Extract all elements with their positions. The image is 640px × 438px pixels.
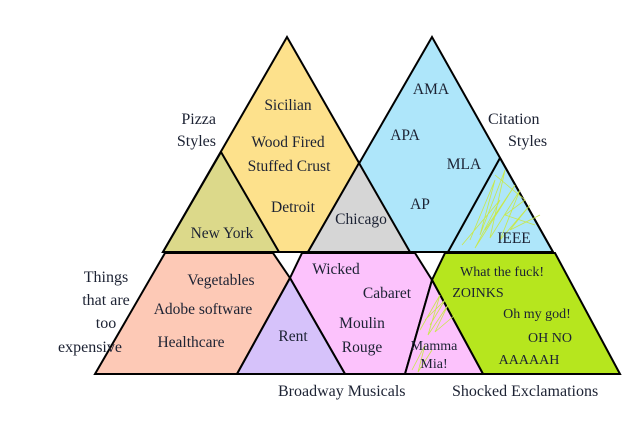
item-stuffed-crust: Stuffed Crust (248, 158, 332, 175)
region-mamma-mia (403, 277, 485, 375)
item-zoinks: ZOINKS (452, 286, 503, 301)
label-citation-1: Citation (488, 111, 540, 128)
item-chicago: Chicago (335, 211, 387, 228)
label-pizza-2: Styles (177, 133, 216, 150)
item-ap: AP (410, 196, 430, 213)
item-healthcare: Healthcare (157, 334, 224, 351)
label-things-3: too (96, 315, 116, 332)
item-moulin-rouge-2: Rouge (342, 339, 383, 356)
item-sicilian: Sicilian (264, 97, 312, 114)
item-wood-fired: Wood Fired (251, 134, 324, 151)
item-moulin-rouge-1: Moulin (339, 315, 385, 332)
item-aaaaah: AAAAAH (499, 353, 560, 368)
item-vegetables: Vegetables (187, 272, 254, 289)
item-cabaret: Cabaret (363, 285, 412, 302)
region-rent (235, 275, 347, 375)
label-broadway: Broadway Musicals (278, 383, 406, 400)
item-ieee: IEEE (497, 230, 531, 247)
item-oh-no: OH NO (528, 331, 572, 346)
item-wicked: Wicked (312, 261, 360, 278)
label-things-1: Things (84, 269, 128, 286)
label-pizza-1: Pizza (181, 111, 216, 128)
label-things-4: expensive (58, 339, 122, 356)
item-mamma-mia-1: Mamma (411, 339, 458, 354)
item-mla: MLA (447, 156, 482, 173)
label-shocked: Shocked Exclamations (452, 383, 598, 400)
item-new-york: New York (191, 225, 254, 242)
item-rent: Rent (278, 328, 308, 345)
item-ama: AMA (413, 81, 450, 98)
region-shocked (430, 252, 622, 375)
item-detroit: Detroit (271, 199, 316, 216)
item-oh-my-god: Oh my god! (503, 307, 571, 322)
label-citation-2: Styles (508, 133, 547, 150)
scribble-ieee (461, 169, 541, 249)
item-adobe: Adobe software (154, 301, 253, 318)
item-wtf: What the fuck! (460, 265, 544, 280)
scribble-mamma-mia (411, 294, 456, 373)
label-things-2: that are (82, 292, 130, 309)
item-apa: APA (390, 127, 420, 144)
item-mamma-mia-2: Mia! (420, 357, 447, 372)
